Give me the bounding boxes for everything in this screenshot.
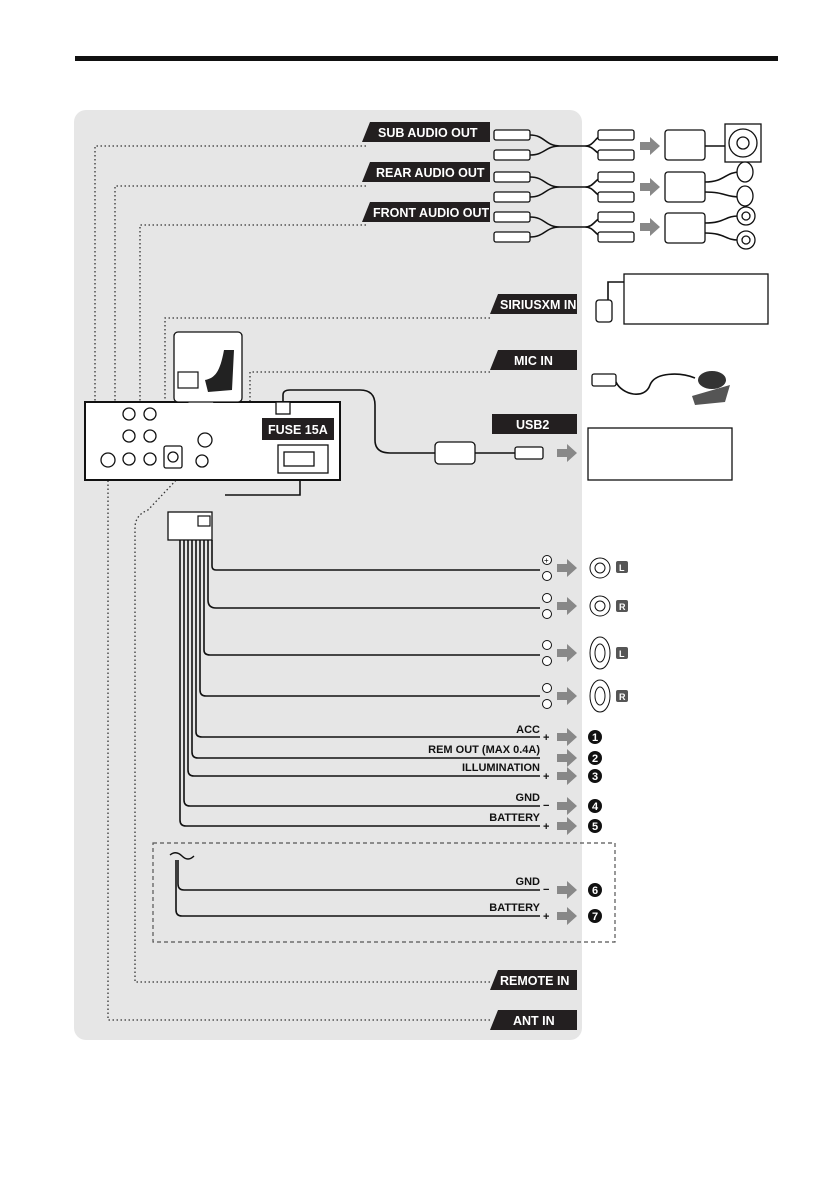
- label-rear-audio-out: REAR AUDIO OUT: [362, 162, 490, 182]
- fuse-label: FUSE 15A: [262, 418, 334, 440]
- svg-text:ACC: ACC: [516, 724, 540, 736]
- svg-text:SIRIUSXM IN: SIRIUSXM IN: [500, 298, 576, 312]
- label-front-audio-out: FRONT AUDIO OUT: [362, 202, 490, 222]
- svg-text:FRONT AUDIO OUT: FRONT AUDIO OUT: [373, 206, 490, 220]
- usb-device-box: [588, 428, 732, 480]
- label-siriusxm-in: SIRIUSXM IN: [490, 294, 577, 314]
- rear-speaker-icons: [705, 162, 753, 206]
- svg-text:R: R: [619, 692, 626, 702]
- header-rule: [75, 56, 778, 61]
- label-usb2: USB2: [492, 414, 577, 434]
- subwoofer-icon: [705, 124, 761, 162]
- svg-text:FUSE 15A: FUSE 15A: [268, 423, 328, 437]
- svg-text:+: +: [543, 821, 549, 833]
- svg-text:+: +: [544, 556, 549, 565]
- svg-text:7: 7: [592, 911, 598, 923]
- svg-text:2: 2: [592, 753, 598, 765]
- svg-text:BATTERY: BATTERY: [489, 902, 540, 914]
- svg-text:GND: GND: [516, 876, 541, 888]
- svg-text:1: 1: [592, 732, 598, 744]
- svg-text:L: L: [619, 563, 625, 573]
- label-remote-in: REMOTE IN: [490, 970, 577, 990]
- svg-text:REMOTE IN: REMOTE IN: [500, 974, 569, 988]
- power-connector-socket: [278, 445, 328, 473]
- label-ant-in: ANT IN: [490, 1010, 577, 1030]
- label-sub-audio-out: SUB AUDIO OUT: [362, 122, 490, 142]
- svg-text:R: R: [619, 602, 626, 612]
- svg-text:4: 4: [592, 801, 599, 813]
- svg-text:+: +: [543, 911, 549, 923]
- svg-text:USB2: USB2: [516, 418, 549, 432]
- svg-text:MIC IN: MIC IN: [514, 354, 553, 368]
- svg-text:L: L: [619, 649, 625, 659]
- svg-text:+: +: [543, 771, 549, 783]
- siriusxm-tuner-box: [596, 274, 768, 324]
- svg-text:+: +: [543, 732, 549, 744]
- svg-text:ILLUMINATION: ILLUMINATION: [462, 762, 540, 774]
- siriusxm-port: [164, 446, 182, 468]
- front-speaker-icons: [705, 207, 755, 249]
- label-mic-in: MIC IN: [490, 350, 577, 370]
- usb-port: [276, 402, 290, 414]
- svg-text:3: 3: [592, 771, 598, 783]
- diagram-panel: [74, 110, 582, 1040]
- microphone-icon: [592, 371, 730, 405]
- svg-text:5: 5: [592, 821, 598, 833]
- amplifier-icons: [665, 130, 705, 243]
- svg-text:REAR AUDIO OUT: REAR AUDIO OUT: [376, 166, 485, 180]
- svg-text:GND: GND: [516, 792, 541, 804]
- svg-text:6: 6: [592, 885, 598, 897]
- svg-text:REM OUT (MAX 0.4A): REM OUT (MAX 0.4A): [428, 744, 540, 756]
- svg-text:−: −: [543, 800, 549, 812]
- svg-text:BATTERY: BATTERY: [489, 812, 540, 824]
- svg-text:ANT IN: ANT IN: [513, 1014, 555, 1028]
- svg-text:SUB AUDIO OUT: SUB AUDIO OUT: [378, 126, 478, 140]
- svg-text:−: −: [543, 884, 549, 896]
